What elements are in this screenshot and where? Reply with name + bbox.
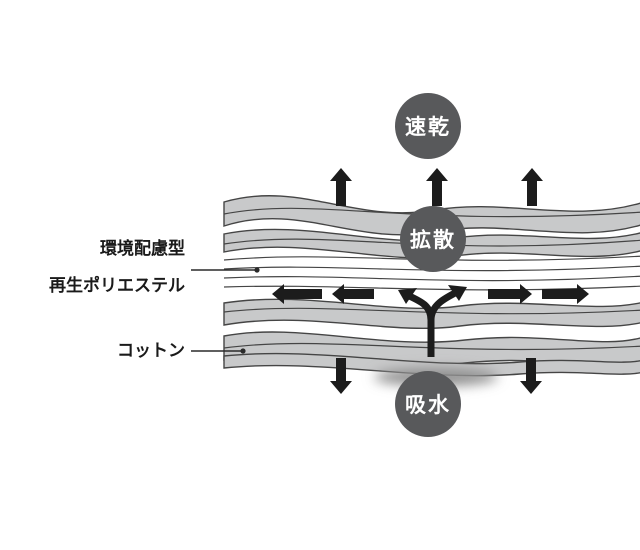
up-arrows	[330, 168, 543, 206]
right-arrow-icon	[488, 284, 532, 304]
up-arrow-icon	[330, 168, 352, 206]
polyester-leader-line	[191, 267, 260, 273]
down-arrows	[330, 358, 542, 394]
up-arrow-icon	[521, 168, 543, 206]
fiber-band-middle	[223, 255, 640, 291]
left-arrow-icon	[272, 284, 322, 304]
absorption-badge: 吸水	[395, 371, 461, 437]
polyester-label: 環境配慮型 再生ポリエステル	[49, 230, 185, 304]
right-arrow-icon	[542, 284, 589, 304]
y-split-arrow-icon	[398, 285, 467, 357]
diffusion-badge: 拡散	[400, 206, 466, 272]
polyester-label-line1: 環境配慮型	[100, 239, 185, 258]
up-arrow-icon	[426, 168, 448, 206]
polyester-label-line2: 再生ポリエステル	[49, 276, 185, 295]
diffusion-arrows	[272, 284, 589, 304]
left-arrow-icon	[332, 284, 374, 304]
down-arrow-icon	[330, 358, 352, 394]
cotton-label: コットン	[117, 341, 185, 360]
quick-dry-badge: 速乾	[395, 93, 461, 159]
down-arrow-icon	[520, 358, 542, 394]
cotton-leader-line	[191, 348, 246, 354]
